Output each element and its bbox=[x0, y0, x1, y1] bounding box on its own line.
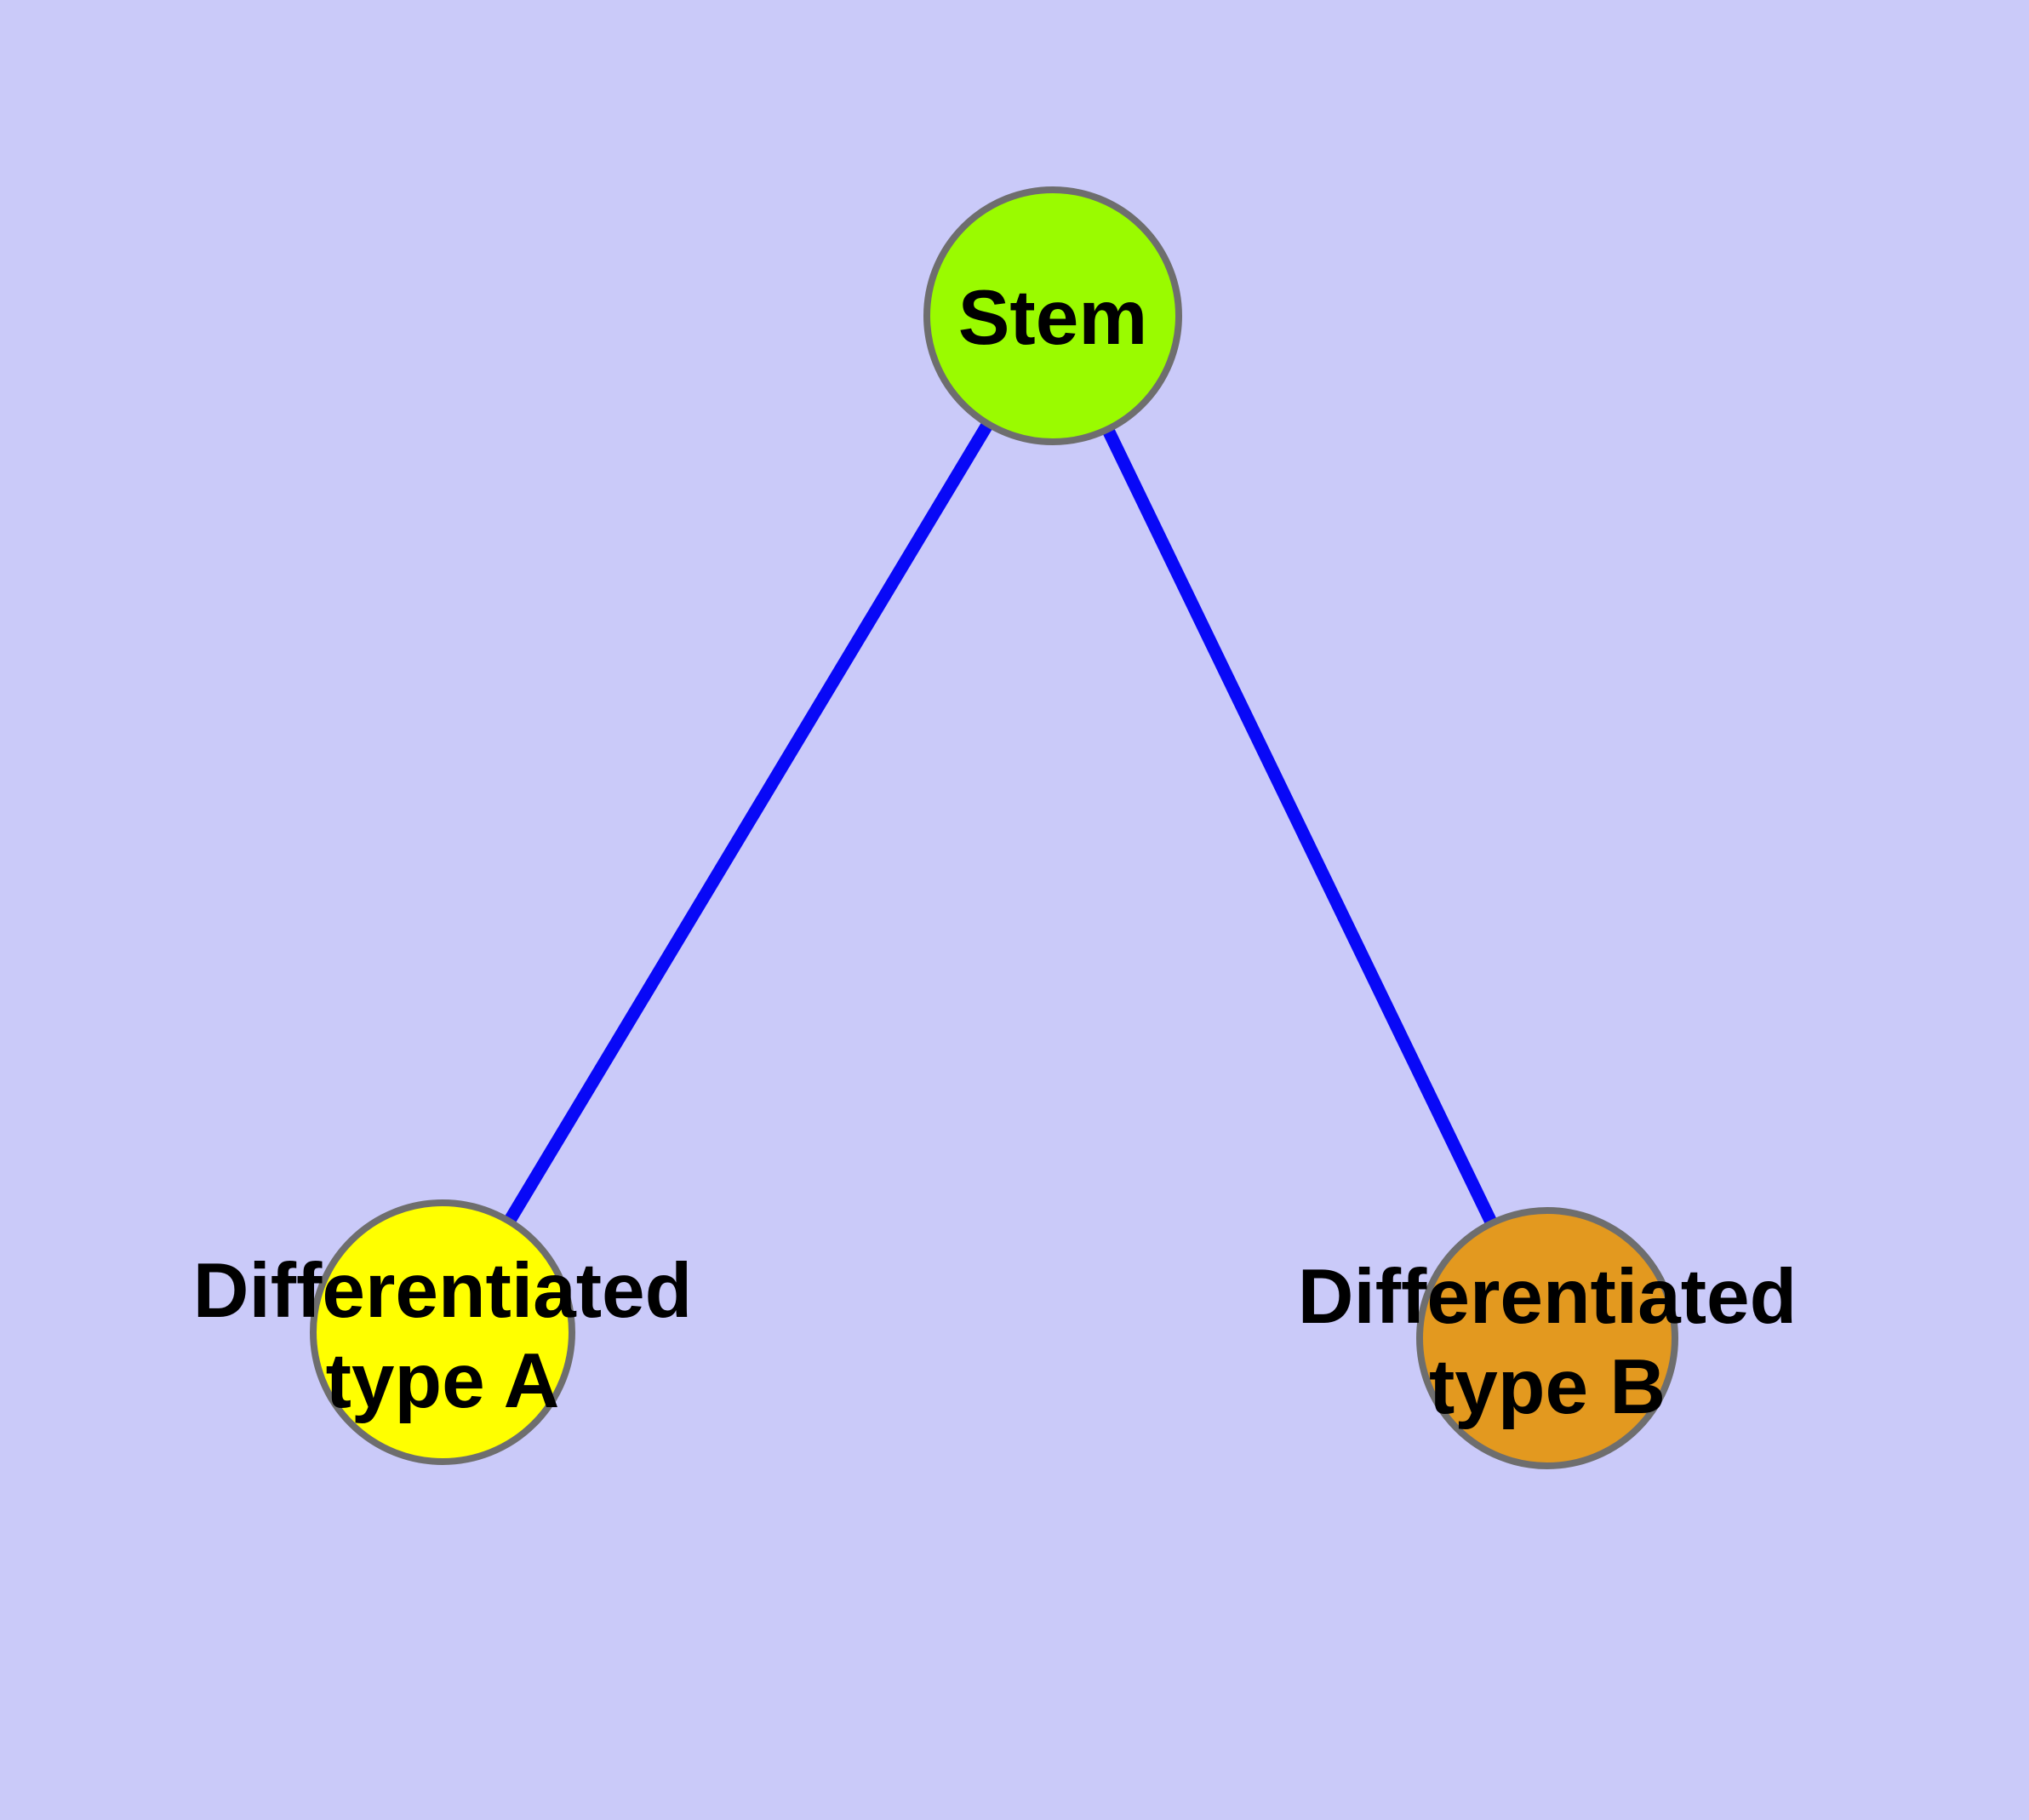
node-differentiated-type-a[interactable] bbox=[310, 1199, 575, 1465]
node-differentiated-type-b[interactable] bbox=[1416, 1207, 1678, 1469]
node-differentiated-type-a-label-line1: Differentiated bbox=[193, 1248, 693, 1334]
edge-stem-to-type-b bbox=[1047, 312, 1553, 1342]
node-differentiated-type-b-label-line2: type B bbox=[1429, 1344, 1666, 1430]
node-stem[interactable] bbox=[923, 186, 1182, 445]
edge-stem-to-type-a bbox=[437, 312, 1059, 1336]
node-differentiated-type-a-label-line2: type A bbox=[326, 1338, 560, 1424]
node-differentiated-type-b-label-line1: Differentiated bbox=[1298, 1254, 1798, 1340]
node-stem-label: Stem bbox=[958, 275, 1148, 361]
